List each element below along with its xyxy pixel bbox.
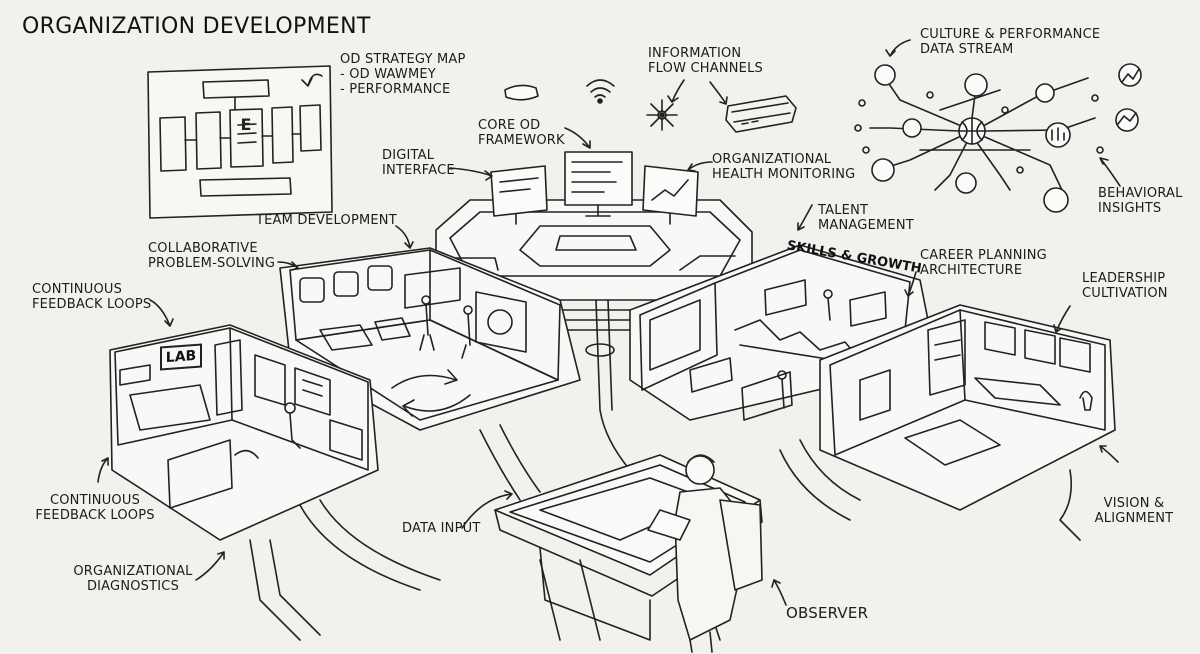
label-core-od-framework: CORE OD FRAMEWORK [478, 118, 565, 148]
callout-arrows [97, 39, 1121, 606]
page-title: ORGANIZATION DEVELOPMENT [22, 14, 371, 39]
data-hub-device [725, 95, 797, 133]
label-leadership-cultivation: LEADERSHIP CULTIVATION [1082, 271, 1168, 301]
label-culture-stream: CULTURE & PERFORMANCE DATA STREAM [920, 27, 1101, 57]
label-digital-interface: DIGITAL INTERFACE [382, 148, 455, 178]
label-od-strategy-map: OD STRATEGY MAP - OD WAWMEY - PERFORMANC… [340, 52, 466, 97]
router-device [504, 84, 539, 101]
circuit-network [854, 63, 1142, 213]
label-talent-management: TALENT MANAGEMENT [818, 203, 914, 233]
label-collab-problem-solving: COLLABORATIVE PROBLEM-SOLVING [148, 241, 276, 271]
label-behavioral-insights: BEHAVIORAL INSIGHTS [1098, 186, 1183, 216]
lab-sign: LAB [160, 343, 202, 371]
label-org-diagnostics: ORGANIZATIONAL DIAGNOSTICS [73, 564, 193, 594]
network-node-icon [646, 99, 678, 131]
strategy-map-glyph: E [240, 115, 252, 134]
lab-room [109, 324, 379, 541]
strategy-map-board [147, 65, 333, 219]
observer-figure [647, 454, 763, 653]
leadership-room [819, 304, 1116, 511]
label-information-flow: INFORMATION FLOW CHANNELS [648, 46, 763, 76]
label-data-input: DATA INPUT [402, 521, 481, 536]
wifi-icon [586, 79, 615, 104]
label-team-development: TEAM DEVELOPMENT [256, 213, 397, 228]
label-feedback-loops-top: CONTINUOUS FEEDBACK LOOPS [32, 282, 152, 312]
label-org-health: ORGANIZATIONAL HEALTH MONITORING [712, 152, 856, 182]
label-vision-alignment: VISION & ALIGNMENT [1094, 496, 1174, 526]
label-career-planning: CAREER PLANNING ARCHITECTURE [920, 248, 1047, 278]
label-feedback-loops-bottom: CONTINUOUS FEEDBACK LOOPS [35, 493, 155, 523]
label-observer: OBSERVER [786, 604, 869, 622]
core-platform [435, 151, 753, 331]
